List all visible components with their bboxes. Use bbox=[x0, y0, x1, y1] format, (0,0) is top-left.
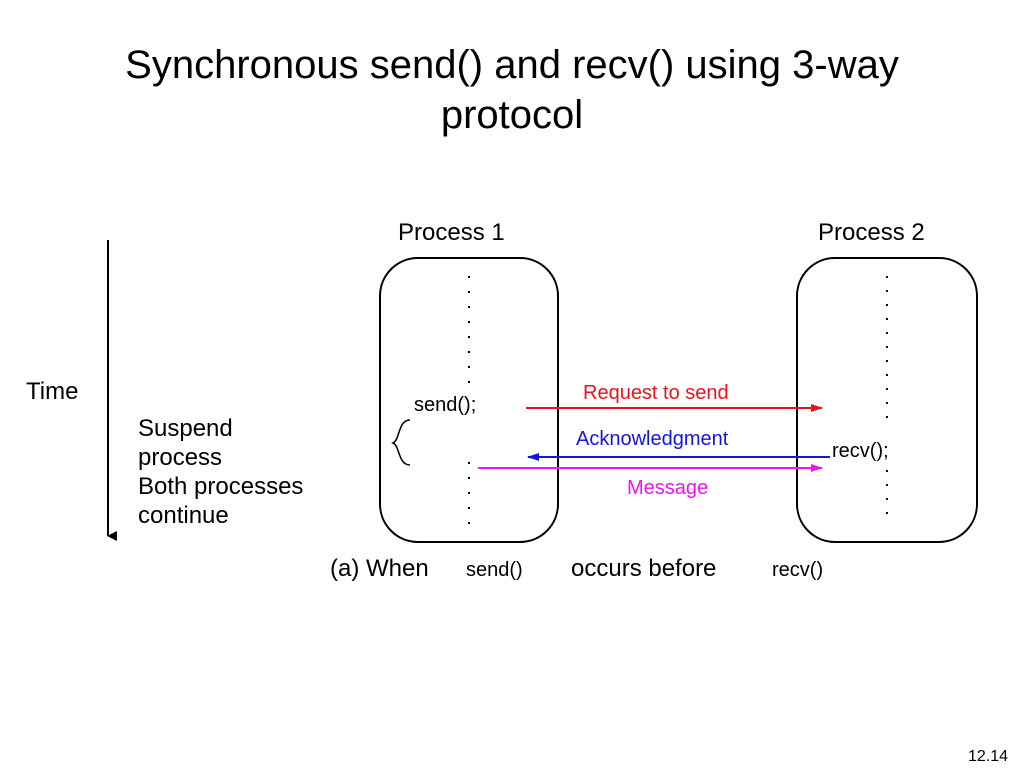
recv-call: recv(); bbox=[832, 440, 889, 462]
slide-title-line1: Synchronous send() and recv() using 3-wa… bbox=[125, 43, 899, 87]
ack-label: Acknowledgment bbox=[576, 428, 729, 450]
request-label: Request to send bbox=[583, 382, 729, 404]
caption-send: send() bbox=[466, 559, 523, 581]
suspend-line2: process bbox=[138, 444, 223, 471]
suspend-text: Suspend process Both processes continue bbox=[138, 414, 303, 530]
slide-title: Synchronous send() and recv() using 3-wa… bbox=[0, 40, 1024, 140]
process2-label: Process 2 bbox=[818, 219, 925, 246]
both-line1: Both processes bbox=[138, 473, 304, 500]
both-line2: continue bbox=[138, 502, 229, 529]
process1-label: Process 1 bbox=[398, 219, 505, 246]
caption-part2: occurs before bbox=[571, 555, 717, 582]
caption-part1: (a) When bbox=[330, 555, 429, 582]
slide-number: 12.14 bbox=[967, 748, 1008, 765]
slide-title-line2: protocol bbox=[440, 93, 584, 137]
send-call: send(); bbox=[414, 394, 477, 416]
time-label: Time bbox=[26, 378, 79, 405]
suspend-brace bbox=[391, 419, 411, 466]
process2-box bbox=[796, 257, 978, 543]
process1-box bbox=[379, 257, 559, 543]
suspend-line1: Suspend bbox=[138, 415, 233, 442]
caption-recv: recv() bbox=[772, 559, 824, 581]
message-label: Message bbox=[627, 477, 709, 499]
